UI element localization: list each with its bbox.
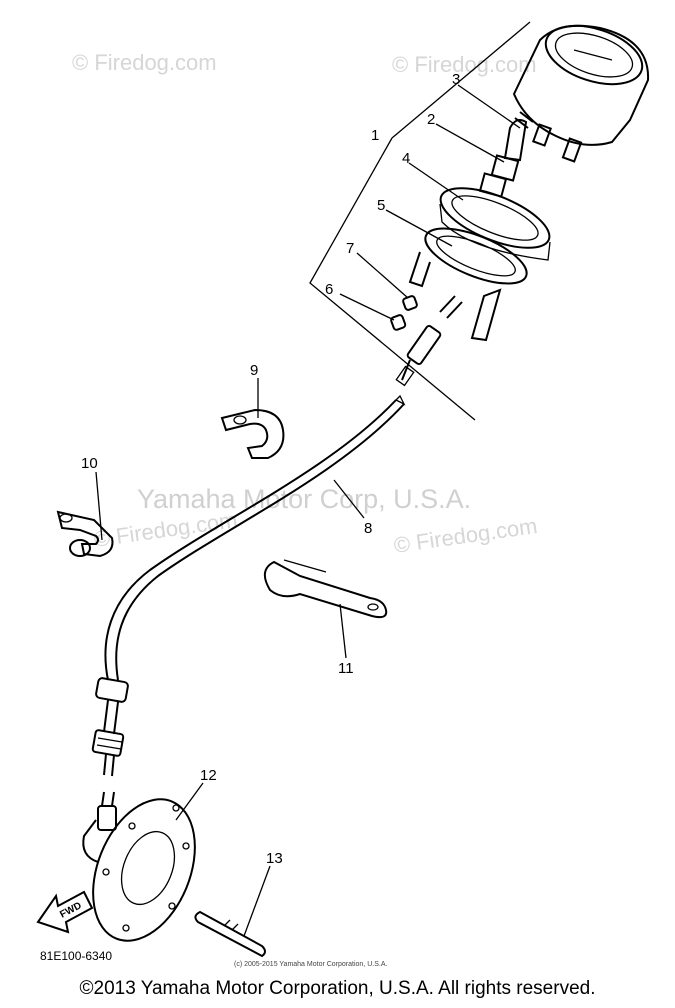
grommet-part-6 (390, 314, 407, 331)
cable-lower-fitting (91, 677, 129, 777)
damper-ring-lower (408, 227, 528, 342)
watermark-firedog-middle-right: © Firedog.com (392, 513, 539, 558)
callout-5: 5 (377, 197, 385, 214)
part-1-bracket (309, 21, 531, 421)
diagram-code: 81E100-6340 (40, 949, 112, 963)
cable-upper-connector (395, 295, 463, 387)
callout-1: 1 (371, 127, 379, 144)
pin-part-13 (194, 910, 266, 958)
clamp-part-9 (220, 408, 285, 459)
callout-8: 8 (364, 520, 372, 537)
meter-cable (104, 394, 406, 681)
meter-gear-unit (82, 791, 196, 942)
footer-copyright: ©2013 Yamaha Motor Corporation, U.S.A. A… (79, 978, 596, 999)
watermark-firedog-top-right: © Firedog.com (392, 52, 537, 77)
callout-6: 6 (325, 281, 333, 298)
callout-3: 3 (452, 71, 460, 88)
clamp-part-10 (56, 510, 114, 558)
grommet-part-7 (402, 295, 418, 311)
fwd-arrow: FWD (36, 890, 94, 934)
small-copyright: (c) 2005-2015 Yamaha Motor Corporation, … (234, 961, 387, 968)
damper-ring-upper (439, 187, 551, 261)
callout-13: 13 (266, 850, 283, 867)
callout-4: 4 (402, 150, 410, 167)
speedometer-gauge (512, 24, 650, 163)
callout-10: 10 (81, 455, 98, 472)
watermark-firedog-top-left: © Firedog.com (72, 50, 217, 75)
bulb-socket (478, 119, 528, 198)
callout-2: 2 (427, 111, 435, 128)
callout-11: 11 (338, 660, 354, 677)
watermark-yamaha: Yamaha Motor Corp, U.S.A. (137, 484, 471, 514)
callout-7: 7 (346, 240, 354, 257)
callout-9: 9 (250, 362, 258, 379)
callout-12: 12 (200, 767, 217, 784)
band-part-11 (263, 559, 388, 619)
leader-lines (95, 84, 521, 937)
